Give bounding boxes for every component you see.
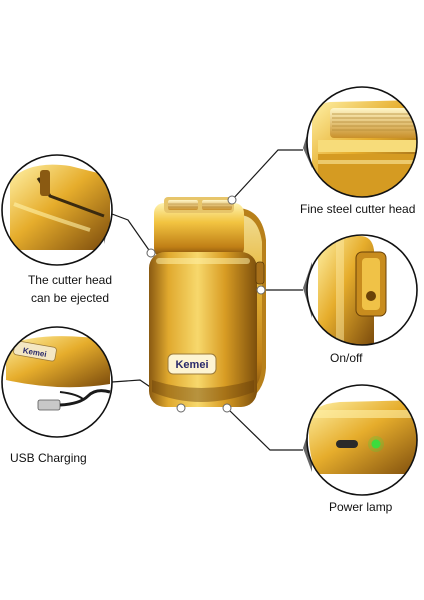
marker-power <box>222 403 232 413</box>
detail-circle-usb: Kemei <box>1 326 113 438</box>
power-lamp-indicator <box>371 439 381 449</box>
brand-plate <box>167 353 217 375</box>
brand-logo: Kemei <box>175 359 208 371</box>
caption-eject: The cutter head can be ejected <box>0 271 140 307</box>
usb-cable-plug <box>37 399 61 411</box>
detail-circle-eject <box>1 154 113 266</box>
marker-cutter-head <box>227 195 237 205</box>
caption-cutter-head: Fine steel cutter head <box>300 202 416 216</box>
detail-circle-onoff <box>306 234 418 346</box>
caption-eject-line2: can be ejected <box>30 291 110 305</box>
marker-usb <box>176 403 186 413</box>
foil-strip-right <box>202 200 232 210</box>
marker-onoff <box>256 285 266 295</box>
caption-eject-line1: The cutter head <box>27 273 113 287</box>
caption-usb: USB Charging <box>10 451 87 465</box>
usb-c-port <box>336 440 358 448</box>
connector-power <box>226 407 303 451</box>
connector-cutter-head <box>231 149 303 201</box>
connector-eject <box>111 213 152 254</box>
shaver-device: Kemei <box>146 195 266 413</box>
caption-onoff: On/off <box>330 351 363 365</box>
detail-circle-cutter-head <box>306 86 418 198</box>
power-switch <box>255 261 265 285</box>
marker-eject <box>146 248 156 258</box>
caption-power-lamp: Power lamp <box>329 500 393 514</box>
foil-strip-left <box>168 200 198 210</box>
cutter-head-block <box>154 203 244 258</box>
usb-circle-logo: Kemei <box>22 346 47 359</box>
detail-circle-power-lamp <box>306 384 418 496</box>
